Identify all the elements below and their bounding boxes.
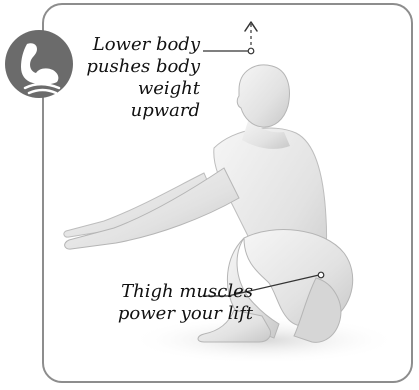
annotation-line: power your lift <box>63 303 253 325</box>
annotation-line: upward <box>25 100 200 122</box>
annotation-thigh-muscles: Thigh muscles power your lift <box>63 281 253 325</box>
annotation-line: Lower body <box>25 34 200 56</box>
annotation-line: weight <box>25 78 200 100</box>
annotation-lower-body: Lower body pushes body weight upward <box>25 34 200 122</box>
annotation-line: Thigh muscles <box>63 281 253 303</box>
annotation-line: pushes body <box>25 56 200 78</box>
